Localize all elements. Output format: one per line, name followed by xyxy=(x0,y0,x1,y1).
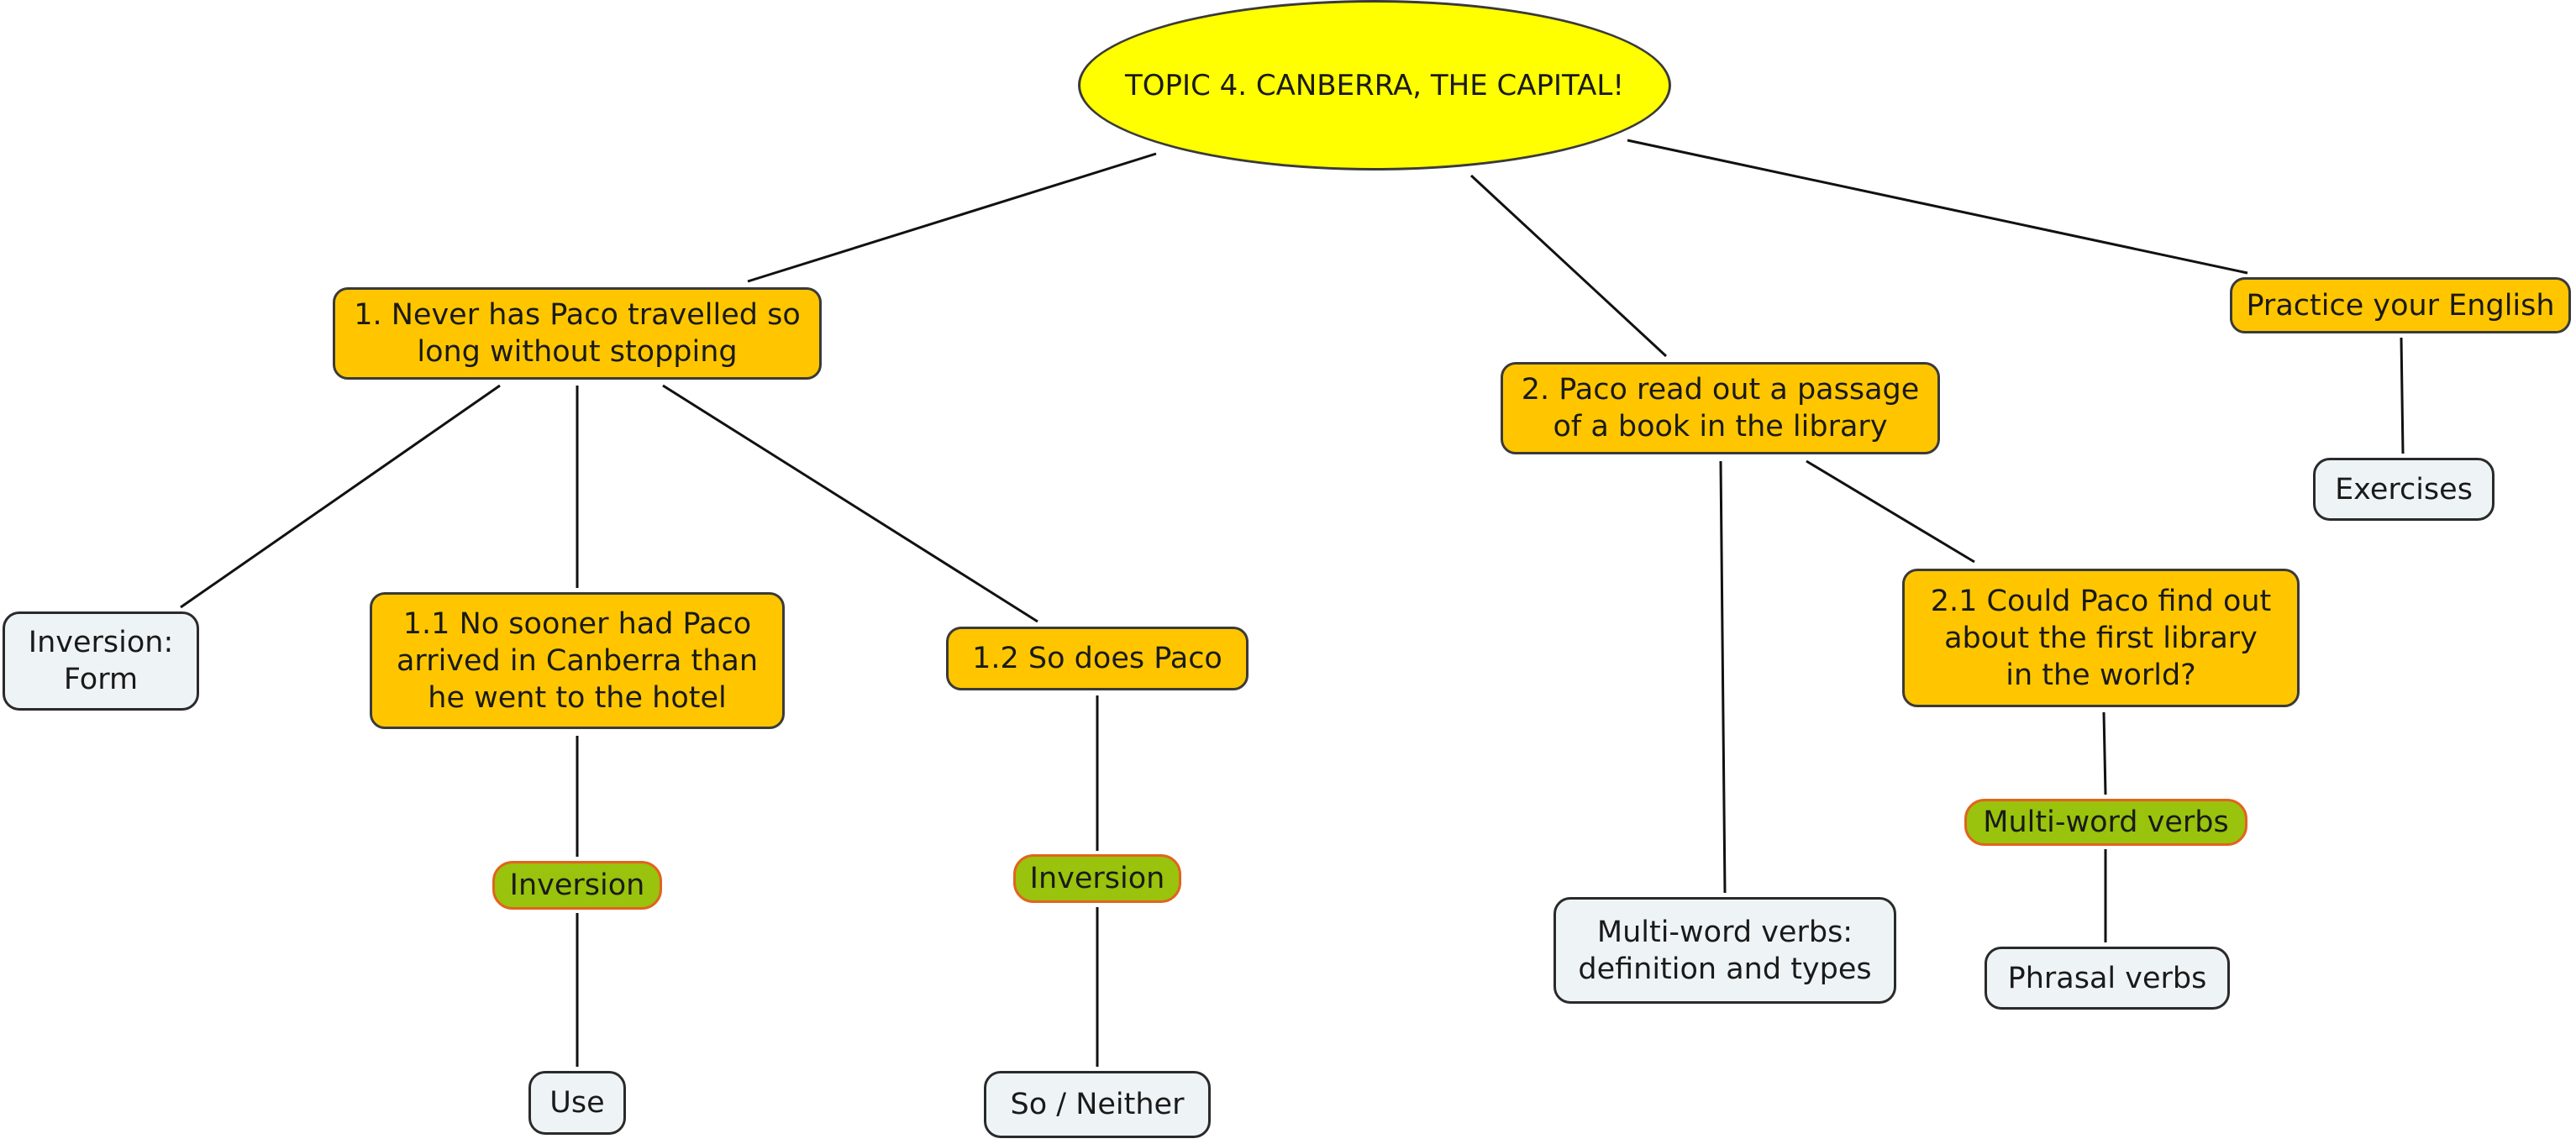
connector-sub2-1-tag xyxy=(2102,711,2107,795)
phrasal-verbs-node: Phrasal verbs xyxy=(1985,947,2230,1010)
branch3-node: Practice your English xyxy=(2230,277,2571,333)
topic-root-node: TOPIC 4. CANBERRA, THE CAPITAL! xyxy=(1078,0,1671,171)
sub2-1-node: 2.1 Could Paco find out about the first … xyxy=(1902,569,2300,707)
phrasal-verbs-label: Phrasal verbs xyxy=(2007,961,2207,995)
so-neither-label: So / Neither xyxy=(1010,1088,1185,1121)
so-neither-node: So / Neither xyxy=(984,1071,1211,1138)
use-label: Use xyxy=(549,1086,605,1120)
connector-root-branch2 xyxy=(1469,174,1668,358)
connector-branch2-multiword xyxy=(1719,460,1727,894)
multiword-definition-node: Multi-word verbs: definition and types xyxy=(1553,897,1896,1004)
branch1-node: 1. Never has Paco travelled so long with… xyxy=(333,287,822,380)
topic-root-label: TOPIC 4. CANBERRA, THE CAPITAL! xyxy=(1125,68,1624,102)
inversion-form-label: Inversion: Form xyxy=(28,626,174,696)
branch2-node: 2. Paco read out a passage of a book in … xyxy=(1501,362,1940,454)
inversion-form-node: Inversion: Form xyxy=(3,611,199,711)
connector-branch2-sub2-1 xyxy=(1806,459,1975,564)
connector-branch1-sub1-2 xyxy=(662,384,1038,623)
branch2-label: 2. Paco read out a passage of a book in … xyxy=(1521,373,1920,443)
inversion-tag-1: Inversion xyxy=(492,861,662,910)
sub2-1-label: 2.1 Could Paco find out about the first … xyxy=(1930,584,2272,692)
connector-root-branch1 xyxy=(747,152,1157,283)
branch3-label: Practice your English xyxy=(2246,288,2555,323)
connector-root-branch3 xyxy=(1627,139,2248,275)
connector-branch1-form xyxy=(180,384,501,609)
multiword-verbs-tag-label: Multi-word verbs xyxy=(1983,806,2229,839)
use-node: Use xyxy=(528,1071,626,1135)
multiword-verbs-tag: Multi-word verbs xyxy=(1964,799,2247,846)
multiword-definition-label: Multi-word verbs: definition and types xyxy=(1578,915,1872,986)
sub1-1-label: 1.1 No sooner had Paco arrived in Canber… xyxy=(396,606,759,715)
connector-branch3-exercises xyxy=(2400,337,2405,454)
sub1-2-label: 1.2 So does Paco xyxy=(972,642,1222,675)
sub1-1-node: 1.1 No sooner had Paco arrived in Canber… xyxy=(370,592,785,729)
inversion-tag-1-label: Inversion xyxy=(509,868,645,902)
sub1-2-node: 1.2 So does Paco xyxy=(946,627,1249,690)
exercises-label: Exercises xyxy=(2335,472,2473,506)
inversion-tag-2-label: Inversion xyxy=(1029,862,1165,895)
inversion-tag-2: Inversion xyxy=(1013,854,1181,903)
exercises-node: Exercises xyxy=(2313,458,2495,521)
branch1-label: 1. Never has Paco travelled so long with… xyxy=(354,298,801,369)
